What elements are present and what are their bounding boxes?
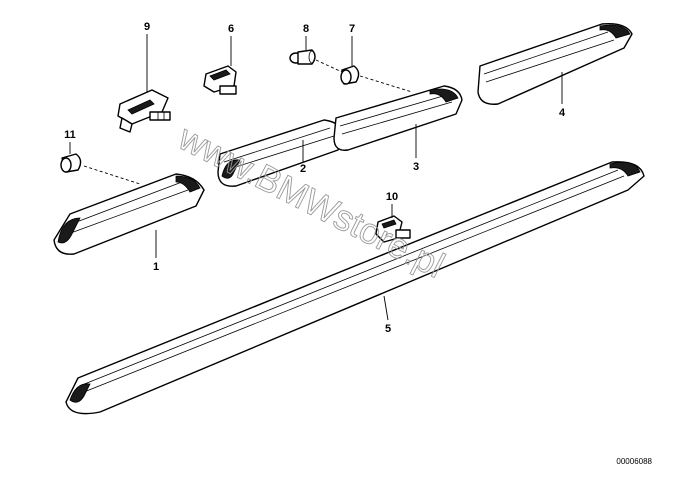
callout-5: 5 (385, 323, 391, 335)
part-3-door-moulding-rear (333, 85, 463, 151)
callout-1: 1 (153, 261, 159, 273)
part-11-grommet (60, 153, 82, 173)
part-8-grommet (289, 49, 316, 65)
part-6-clip (203, 65, 237, 95)
reference-code: 00006088 (616, 457, 652, 466)
part-5-long-moulding (65, 161, 645, 415)
callout-6: 6 (228, 23, 234, 35)
callout-10: 10 (386, 191, 398, 203)
part-7-grommet (340, 65, 360, 85)
part-2-door-moulding-front (217, 119, 345, 187)
callout-9: 9 (144, 21, 150, 33)
callout-2: 2 (300, 163, 306, 175)
callout-7: 7 (349, 23, 355, 35)
part-4-rear-moulding (477, 23, 633, 105)
callout-4: 4 (559, 107, 566, 119)
callout-8: 8 (303, 23, 309, 35)
leader-lines (69, 34, 563, 321)
callout-11: 11 (64, 129, 76, 141)
callout-3: 3 (413, 161, 419, 173)
part-1-front-moulding (53, 173, 205, 255)
part-10-clip (375, 215, 411, 243)
assembly-dash-lines (83, 59, 413, 185)
part-9-clip (117, 89, 171, 133)
